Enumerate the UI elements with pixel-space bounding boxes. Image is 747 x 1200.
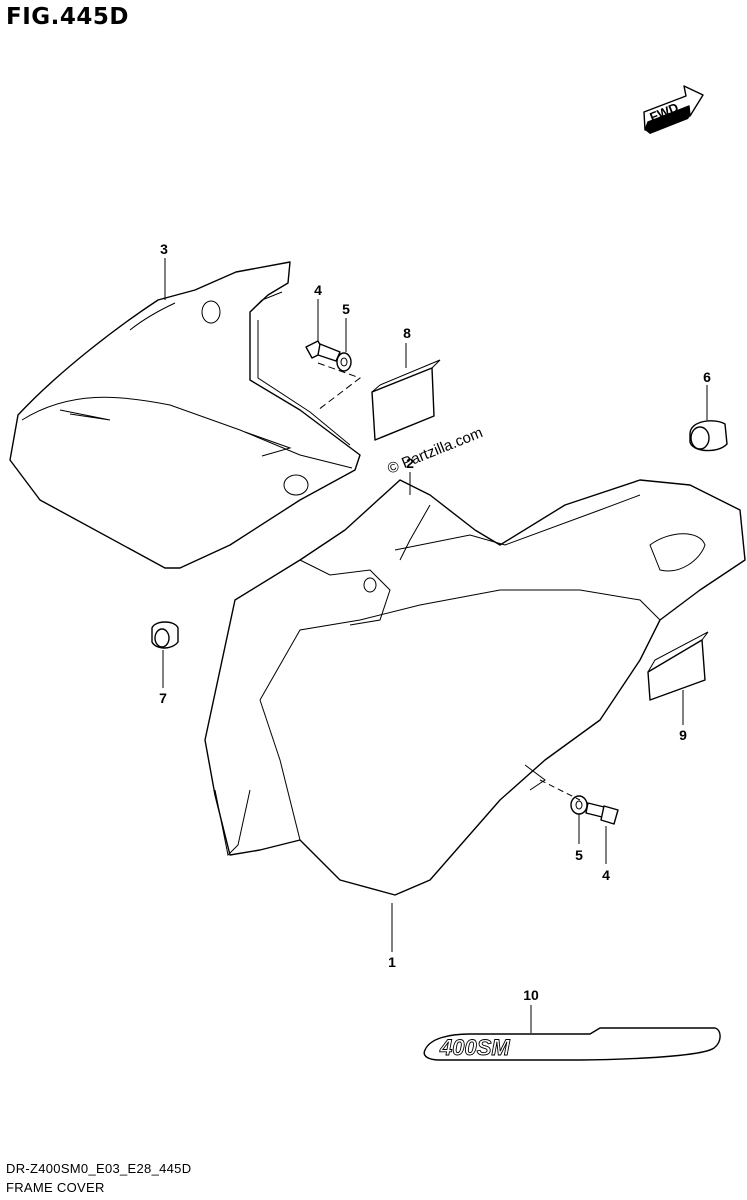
callout-10: 10 — [523, 987, 539, 1003]
callout-4-upper: 4 — [314, 282, 322, 298]
part-9-pad[interactable] — [647, 631, 709, 701]
diagram-code: DR-Z400SM0_E03_E28_445D — [6, 1161, 192, 1176]
part-5-washer-lower[interactable] — [570, 795, 588, 815]
emblem-text: 400SM — [439, 1035, 510, 1060]
part-10-emblem[interactable]: 400SM — [423, 1027, 721, 1061]
part-6-grommet[interactable] — [689, 420, 728, 452]
figure-title: FIG.445D — [6, 4, 129, 30]
part-4-bolt-upper[interactable] — [305, 340, 341, 362]
watermark: © Partzilla.com — [385, 424, 485, 478]
callout-7: 7 — [159, 690, 167, 706]
callout-8: 8 — [403, 325, 411, 341]
part-3-left-frame-cover[interactable] — [9, 261, 361, 569]
callout-5-lower: 5 — [575, 847, 583, 863]
callout-9: 9 — [679, 727, 687, 743]
diagram-name: FRAME COVER — [6, 1180, 105, 1195]
callout-1: 1 — [388, 954, 396, 970]
part-5-washer-upper[interactable] — [336, 352, 352, 372]
part-4-bolt-lower[interactable] — [585, 802, 619, 825]
callout-6: 6 — [703, 369, 711, 385]
callout-4-lower: 4 — [602, 867, 610, 883]
callout-5-upper: 5 — [342, 301, 350, 317]
part-8-pad[interactable] — [371, 359, 441, 441]
callout-2: 2 — [406, 455, 414, 471]
fwd-arrow-icon: FWD — [643, 85, 704, 134]
callout-3: 3 — [160, 241, 168, 257]
part-7-grommet[interactable] — [151, 621, 179, 649]
